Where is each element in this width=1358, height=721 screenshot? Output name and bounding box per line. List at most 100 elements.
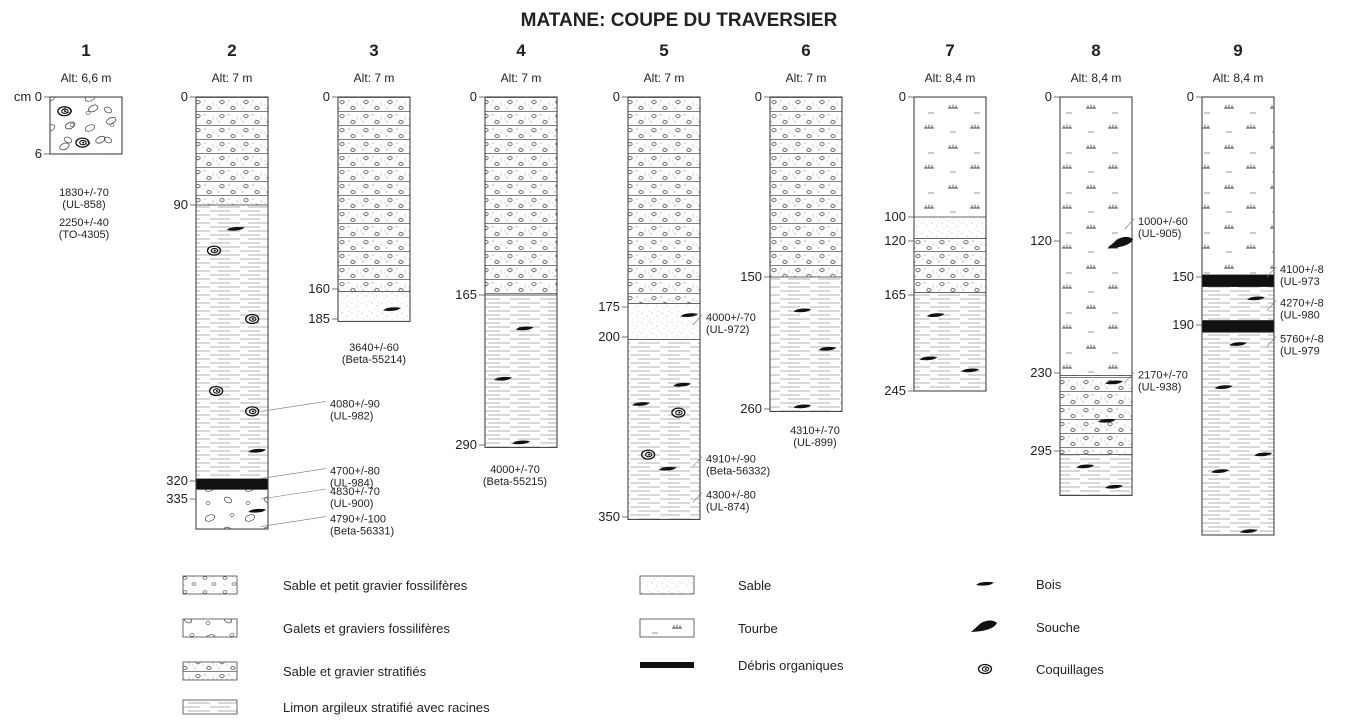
- legend-swatch: [182, 618, 238, 638]
- wood-icon: [961, 368, 980, 373]
- wood-icon: [631, 402, 650, 406]
- legend-swatch: [182, 661, 238, 681]
- depth-label: 245: [884, 383, 906, 398]
- column-number: 7: [945, 41, 954, 60]
- column-outline: [1059, 96, 1133, 496]
- legend-swatch: [182, 699, 238, 715]
- figure-title: MATANE: COUPE DU TRAVERSIER: [521, 10, 838, 31]
- wood-icon: [793, 404, 812, 409]
- date-lab: (Beta-55215): [483, 476, 547, 488]
- altitude-label: Alt: 8,4 m: [1213, 71, 1264, 85]
- date-value: 4910+/-90: [706, 454, 756, 466]
- depth-label: 120: [1030, 233, 1052, 248]
- depth-label: 260: [740, 401, 762, 416]
- wood-icon: [494, 376, 512, 381]
- wood-icon: [1105, 380, 1123, 385]
- altitude-label: Alt: 7 m: [786, 71, 827, 85]
- date-value: 5760+/-8: [1280, 334, 1324, 346]
- wood-icon: [226, 226, 245, 231]
- legend-label: Coquillages: [1036, 662, 1104, 677]
- date-value: 4830+/-70: [330, 486, 380, 498]
- pebble-icon: [59, 142, 70, 151]
- wood-icon: [248, 448, 267, 453]
- column-outline: [769, 96, 843, 412]
- legend-item-stump: Souche: [971, 620, 1080, 635]
- depth-label: 0: [755, 89, 762, 104]
- layer-limon: [1202, 332, 1274, 535]
- wood-icon: [1239, 529, 1258, 534]
- legend-swatch: [639, 575, 695, 595]
- depth-label: 200: [598, 329, 620, 344]
- layer-limon: [1202, 286, 1274, 321]
- altitude-label: Alt: 8,4 m: [1071, 71, 1122, 85]
- wood-icon: [515, 326, 534, 331]
- date-lab: (UL-900): [330, 498, 373, 510]
- layer-tourbe: [1060, 97, 1132, 376]
- depth-label: 0: [613, 89, 620, 104]
- date-value: 2170+/-70: [1138, 370, 1188, 382]
- layer-sablegravier: [1060, 375, 1132, 455]
- wood-icon: [658, 466, 677, 471]
- date-lab: (UL-984): [330, 478, 373, 490]
- layer-debris: [1202, 320, 1274, 333]
- wood-icon: [248, 508, 267, 513]
- column-number: 5: [659, 41, 668, 60]
- wood-icon: [1247, 296, 1265, 301]
- depth-label: 165: [884, 287, 906, 302]
- date-value: 4700+/-80: [330, 466, 380, 478]
- legend-label: Débris organiques: [738, 658, 844, 673]
- wood-icon: [1254, 452, 1273, 457]
- date-value: 4080+/-90: [330, 398, 380, 410]
- layer-limon: [770, 277, 842, 412]
- layer-sablegravier: [196, 97, 268, 205]
- date-value: 2250+/-40: [59, 217, 109, 229]
- legend-item-debris: Débris organiques: [640, 658, 844, 673]
- shell-icon: [206, 245, 222, 256]
- date-value: 4300+/-80: [706, 490, 756, 502]
- shell-icon: [977, 663, 993, 675]
- date-value: 4100+/-8: [1280, 264, 1324, 276]
- depth-label: 0: [1187, 89, 1194, 104]
- depth-label: 160: [308, 281, 330, 296]
- legend-item-shell: Coquillages: [977, 662, 1104, 677]
- legend-label: Sable et petit gravier fossilifères: [283, 578, 468, 593]
- legend-label: Tourbe: [738, 621, 778, 636]
- shell-icon: [57, 106, 72, 117]
- legend: Sable et petit gravier fossilifèresGalet…: [182, 575, 1104, 715]
- column-outline: [337, 96, 411, 322]
- legend-item-sablegravier_fossil: Sable et petit gravier fossilifères: [182, 575, 468, 595]
- date-lab: (UL-979: [1280, 346, 1320, 358]
- layer-limon: [196, 205, 268, 479]
- layer-tourbe: [914, 97, 986, 217]
- legend-item-sable: Sable: [639, 575, 771, 595]
- layer-sable: [338, 291, 410, 322]
- legend-swatch: [182, 575, 238, 595]
- date-value: 1830+/-70: [59, 187, 109, 199]
- date-lab: (UL-980: [1280, 310, 1320, 322]
- depth-label: 190: [1172, 317, 1194, 332]
- date-lab: (UL-899): [793, 437, 836, 449]
- altitude-label: Alt: 7 m: [501, 71, 542, 85]
- layer-sable: [914, 217, 986, 239]
- date-value: 3640+/-60: [349, 342, 399, 354]
- layer-limon: [914, 292, 986, 391]
- shell-icon: [209, 385, 224, 397]
- depth-label: 0: [181, 89, 188, 104]
- pebble-icon: [88, 104, 99, 113]
- depth-label: 120: [884, 233, 906, 248]
- date-value: 4270+/-8: [1280, 298, 1324, 310]
- depth-label: 230: [1030, 365, 1052, 380]
- date-lab: (UL-972): [706, 324, 749, 336]
- column-outline: [49, 96, 123, 155]
- wood-icon: [919, 356, 938, 361]
- date-lab: (TO-4305): [59, 229, 110, 241]
- shell-icon: [245, 313, 260, 325]
- layer-tourbe: [1202, 97, 1274, 275]
- legend-label: Sable et gravier stratifiés: [283, 664, 427, 679]
- date-value: 4000+/-70: [706, 312, 756, 324]
